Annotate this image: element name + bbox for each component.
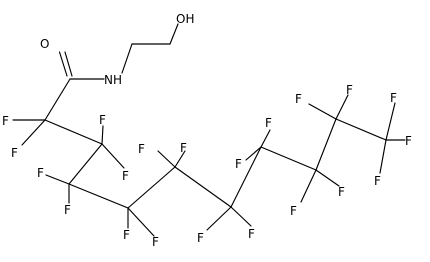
atom-labels: O NH OH F F F F F F F F F F F F F F F F … <box>2 12 412 249</box>
bond-c1-o-a <box>58 51 68 77</box>
atom-label-f: F <box>290 204 297 218</box>
atom-label-f: F <box>235 157 242 171</box>
bond-c5-c6 <box>127 166 176 209</box>
bond-c6-c7 <box>174 166 232 208</box>
atom-label-f: F <box>295 92 302 106</box>
bond-c11-f21 <box>385 102 396 141</box>
bond-c9-f16 <box>315 169 340 187</box>
atom-label-f: F <box>180 141 187 155</box>
bond-c8-f13 <box>245 146 262 161</box>
bond-c9-f15 <box>300 169 317 203</box>
bond-c7-f12 <box>230 206 252 227</box>
atom-label-f: F <box>138 142 145 156</box>
atom-label-f: F <box>265 116 272 130</box>
bond-c11-f19 <box>379 139 387 174</box>
bond-c9-c10 <box>315 118 337 171</box>
bond-c8-c9 <box>260 146 317 171</box>
atom-label-f: F <box>64 203 71 217</box>
bond-c6-f9 <box>157 150 176 168</box>
bond-c3-f4 <box>101 143 125 169</box>
atom-label-nh: NH <box>104 73 122 87</box>
bond-c3-c4 <box>68 143 103 185</box>
atom-label-f: F <box>123 228 130 242</box>
atom-label-f: F <box>374 174 381 188</box>
atom-label-oh: OH <box>176 12 194 26</box>
atom-label-f: F <box>248 227 255 241</box>
atom-label-f: F <box>152 235 159 249</box>
bond-c6-f10 <box>174 150 186 168</box>
bond-c3-f3 <box>101 125 104 145</box>
bond-c4-c5 <box>68 183 129 209</box>
bond-c2-c3 <box>44 119 103 145</box>
bond-c10-f18 <box>335 94 349 120</box>
atom-label-f: F <box>197 231 204 245</box>
atom-label-f: F <box>37 166 44 180</box>
atom-label-o-carbonyl: O <box>40 37 49 51</box>
atom-label-f: F <box>405 134 412 148</box>
bond-c2-f2 <box>21 119 46 146</box>
bonds <box>12 23 406 237</box>
atom-label-f: F <box>390 91 397 105</box>
bond-c8-f14 <box>260 129 271 148</box>
atom-label-f: F <box>11 146 18 160</box>
bond-c7-f11 <box>206 206 232 231</box>
bond-c5-f8 <box>127 207 155 237</box>
bond-c10-f17 <box>308 103 337 120</box>
atom-label-f: F <box>338 185 345 199</box>
bond-c7-c8 <box>230 146 262 208</box>
atom-label-f: F <box>2 114 9 128</box>
bond-c4-f5 <box>45 174 70 185</box>
atom-label-f: F <box>346 83 353 97</box>
bond-c10-c11 <box>335 118 387 141</box>
bond-ch2b-oh <box>169 23 179 45</box>
bond-c1-c2 <box>44 78 71 121</box>
atom-label-f: F <box>122 169 129 183</box>
bond-n-ch2a <box>121 43 133 74</box>
bond-c1-o-b <box>64 51 73 77</box>
atom-label-f: F <box>99 113 106 127</box>
